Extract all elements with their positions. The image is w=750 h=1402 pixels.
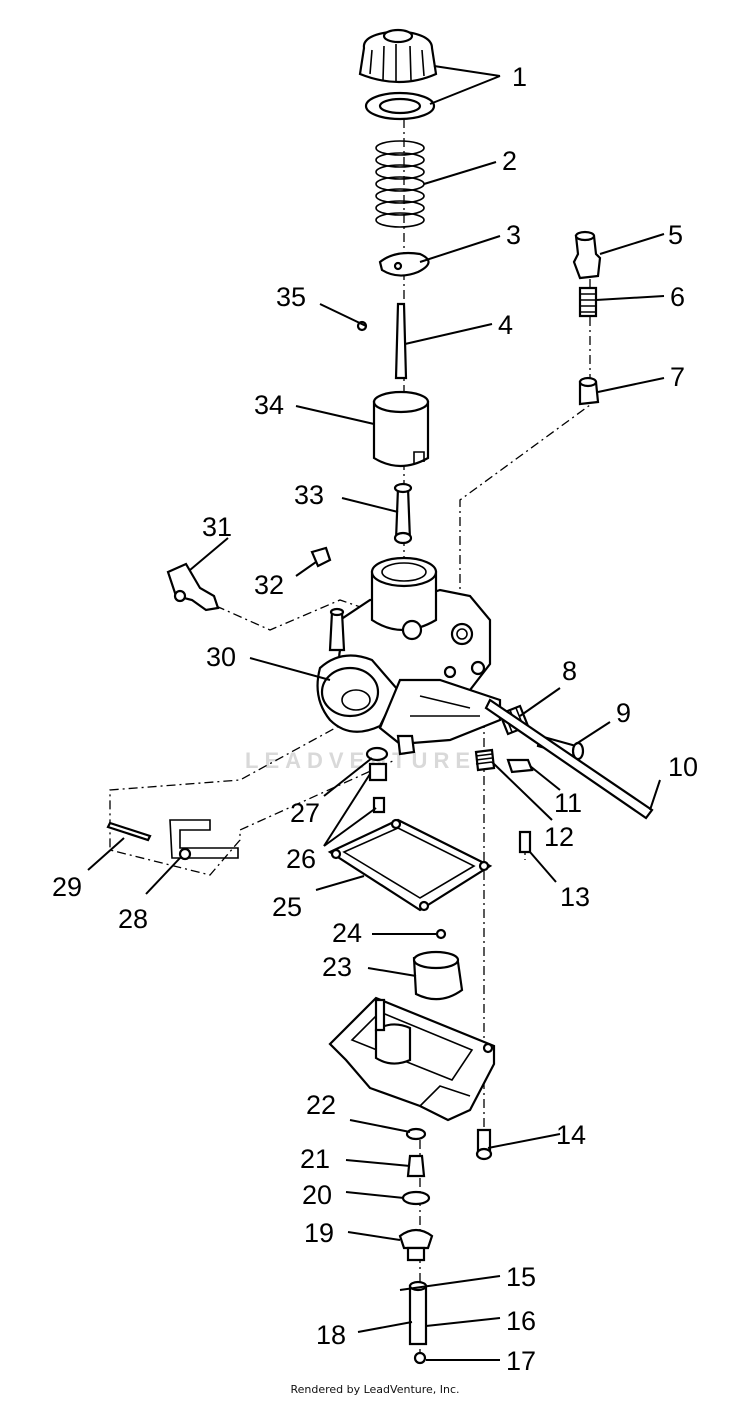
- part-7-plug: [578, 376, 600, 406]
- callout-5: 5: [668, 220, 683, 250]
- footer-credit: Rendered by LeadVenture, Inc.: [290, 1383, 460, 1396]
- callout-31: 31: [202, 512, 232, 542]
- leader-lines: [87, 65, 665, 1361]
- part-1-cap: [358, 28, 438, 121]
- part-34-slide: [372, 390, 430, 468]
- part-27-jet: [365, 746, 389, 814]
- callout-12: 12: [544, 822, 574, 852]
- callout-29: 29: [52, 872, 82, 902]
- float-bowl: [328, 996, 496, 1122]
- part-28-bracket: [169, 819, 239, 861]
- callout-16: 16: [506, 1306, 536, 1336]
- callout-26: 26: [286, 844, 316, 874]
- part-12-spring: [474, 748, 496, 772]
- part-6-spring: [578, 286, 598, 318]
- callout-20: 20: [302, 1180, 332, 1210]
- part-23-float: [412, 950, 464, 1001]
- part-15-tube: [408, 1280, 428, 1346]
- callout-15: 15: [506, 1262, 536, 1292]
- part-33-needle-jet: [393, 482, 413, 545]
- callout-23: 23: [322, 952, 352, 982]
- part-22-washer: [405, 1127, 427, 1141]
- part-4-needle: [394, 302, 408, 380]
- part-13-screw: [518, 830, 532, 854]
- callout-19: 19: [304, 1218, 334, 1248]
- callout-17: 17: [506, 1346, 536, 1376]
- callout-8: 8: [562, 656, 577, 686]
- watermark: LEADVENTURE: [245, 748, 476, 773]
- callout-3: 3: [506, 220, 521, 250]
- callout-21: 21: [300, 1144, 330, 1174]
- part-14-bolt: [475, 1128, 493, 1161]
- part-19-plug: [398, 1228, 434, 1262]
- callout-22: 22: [306, 1090, 336, 1120]
- callout-2: 2: [502, 146, 517, 176]
- callout-35: 35: [276, 282, 306, 312]
- part-5-fitting: [572, 230, 602, 280]
- callout-24: 24: [332, 918, 362, 948]
- callout-33: 33: [294, 480, 324, 510]
- callout-7: 7: [670, 362, 685, 392]
- part-10-rod: [484, 698, 654, 820]
- callout-1: 1: [512, 62, 527, 92]
- callout-13: 13: [560, 882, 590, 912]
- part-2-spring: [375, 140, 425, 228]
- callout-18: 18: [316, 1320, 346, 1350]
- callout-30: 30: [206, 642, 236, 672]
- part-11-screw: [506, 758, 534, 774]
- callout-27: 27: [290, 798, 320, 828]
- callout-labels: 1 2 3 4 5 6 7 8 9 10 11 12 13 14 15 16 1…: [52, 62, 698, 1376]
- callout-28: 28: [118, 904, 148, 934]
- part-17-screw: [413, 1351, 427, 1365]
- part-29-pin: [106, 821, 152, 842]
- part-21-jet: [406, 1154, 426, 1178]
- part-25-gasket: [327, 818, 493, 912]
- callout-10: 10: [668, 752, 698, 782]
- callout-11: 11: [554, 788, 582, 818]
- part-24-pin: [435, 928, 447, 940]
- callout-32: 32: [254, 570, 284, 600]
- part-3-clip: [378, 251, 430, 277]
- callout-6: 6: [670, 282, 685, 312]
- callout-14: 14: [556, 1120, 586, 1150]
- callout-9: 9: [616, 698, 631, 728]
- part-32-plug: [310, 546, 332, 568]
- part-31-choke: [166, 562, 220, 612]
- callout-4: 4: [498, 310, 513, 340]
- part-20-oring: [401, 1190, 431, 1206]
- callout-25: 25: [272, 892, 302, 922]
- callout-34: 34: [254, 390, 284, 420]
- carburetor-body: [316, 556, 502, 756]
